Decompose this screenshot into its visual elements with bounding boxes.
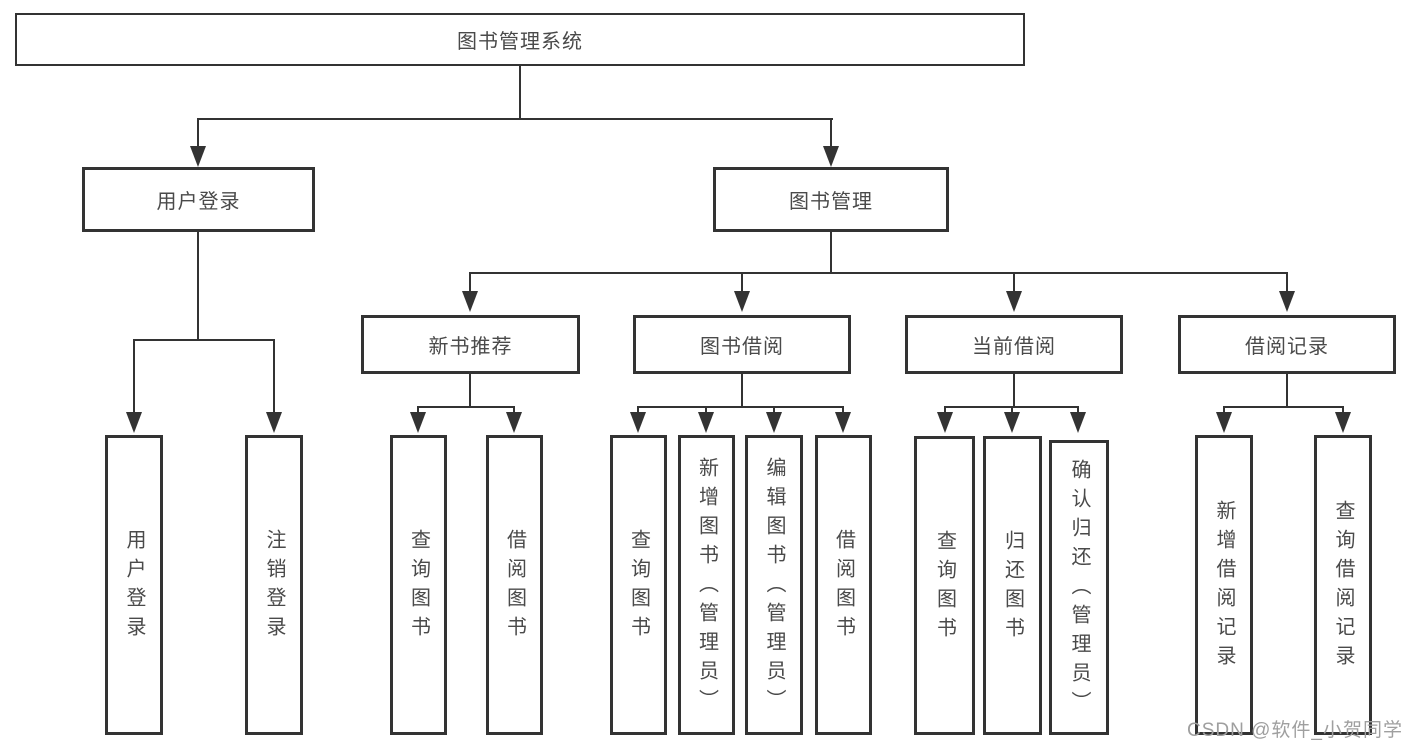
node-book-borrowing: 图书借阅	[633, 315, 851, 374]
node-leaf-borrow-books-recommend: 借阅图书	[486, 435, 543, 735]
connector-line	[418, 406, 515, 408]
node-leaf-return-books: 归还图书	[983, 436, 1042, 735]
connector-line	[1342, 406, 1344, 415]
connector-line	[830, 232, 832, 273]
connector-line	[469, 272, 471, 292]
node-new-book-recommendation: 新书推荐	[361, 315, 580, 374]
connector-line	[773, 406, 775, 415]
arrow-down-icon	[506, 412, 522, 433]
arrow-down-icon	[1004, 412, 1020, 433]
node-leaf-user-login: 用户登录	[105, 435, 163, 735]
connector-line	[1286, 272, 1288, 292]
connector-line	[705, 406, 707, 415]
arrow-down-icon	[630, 412, 646, 433]
arrow-down-icon	[1279, 291, 1295, 312]
node-book-management: 图书管理	[713, 167, 949, 232]
arrow-down-icon	[266, 412, 282, 433]
connector-line	[513, 406, 515, 415]
connector-line	[469, 272, 1288, 274]
connector-line	[637, 406, 639, 415]
arrow-down-icon	[835, 412, 851, 433]
node-leaf-edit-book-admin: 编辑图书（管理员）	[745, 435, 803, 735]
node-leaf-query-books-current: 查询图书	[914, 436, 975, 735]
node-leaf-add-book-admin: 新增图书（管理员）	[678, 435, 735, 735]
connector-line	[741, 374, 743, 407]
connector-line	[1013, 374, 1015, 407]
connector-line	[1224, 406, 1344, 408]
connector-line	[1077, 406, 1079, 415]
arrow-down-icon	[190, 146, 206, 167]
arrow-down-icon	[1216, 412, 1232, 433]
connector-line	[198, 118, 833, 120]
connector-line	[1286, 374, 1288, 407]
connector-line	[133, 339, 135, 414]
node-leaf-query-books-borrowing: 查询图书	[610, 435, 667, 735]
connector-line	[944, 406, 946, 415]
arrow-down-icon	[734, 291, 750, 312]
node-user-login: 用户登录	[82, 167, 315, 232]
node-leaf-query-borrow-record: 查询借阅记录	[1314, 435, 1372, 735]
csdn-watermark: CSDN @软件_小贺同学	[1187, 720, 1403, 741]
arrow-down-icon	[410, 412, 426, 433]
node-leaf-logout: 注销登录	[245, 435, 303, 735]
node-leaf-add-borrow-record: 新增借阅记录	[1195, 435, 1253, 735]
connector-line	[741, 272, 743, 292]
connector-line	[273, 339, 275, 414]
node-library-management-system: 图书管理系统	[15, 13, 1025, 66]
node-leaf-query-books-recommend: 查询图书	[390, 435, 447, 735]
connector-line	[842, 406, 844, 415]
arrow-down-icon	[1335, 412, 1351, 433]
arrow-down-icon	[126, 412, 142, 433]
connector-line	[638, 406, 844, 408]
connector-line	[519, 66, 521, 118]
node-current-borrowing: 当前借阅	[905, 315, 1123, 374]
arrow-down-icon	[698, 412, 714, 433]
connector-line	[1013, 272, 1015, 292]
arrow-down-icon	[766, 412, 782, 433]
connector-line	[197, 118, 199, 150]
arrow-down-icon	[1070, 412, 1086, 433]
connector-line	[830, 118, 832, 150]
connector-line	[469, 374, 471, 407]
arrow-down-icon	[823, 146, 839, 167]
connector-line	[133, 339, 275, 341]
connector-line	[1011, 406, 1013, 415]
connector-line	[417, 406, 419, 415]
node-borrowing-records: 借阅记录	[1178, 315, 1396, 374]
arrow-down-icon	[1006, 291, 1022, 312]
connector-line	[1223, 406, 1225, 415]
arrow-down-icon	[462, 291, 478, 312]
arrow-down-icon	[937, 412, 953, 433]
node-leaf-confirm-return-admin: 确认归还（管理员）	[1049, 440, 1109, 735]
connector-line	[197, 232, 199, 339]
node-leaf-borrow-books-borrowing: 借阅图书	[815, 435, 872, 735]
